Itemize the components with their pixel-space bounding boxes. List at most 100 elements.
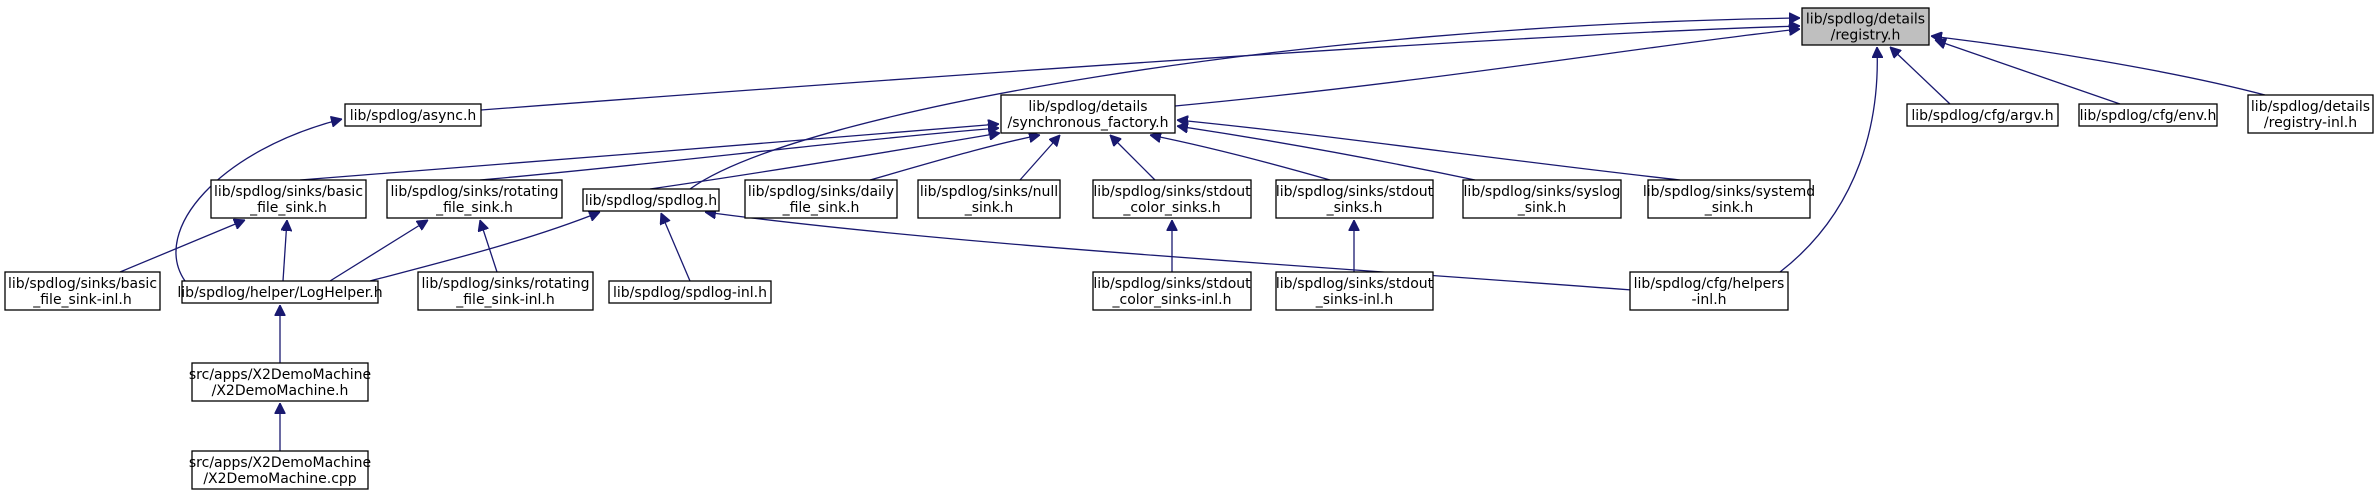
edge-line <box>480 220 498 273</box>
node-box <box>2247 94 2374 134</box>
edge-null_sink-to-sync_factory <box>1019 135 1060 181</box>
node-label-line: _sinks-inl.h <box>1315 292 1394 308</box>
node-box <box>1647 179 1811 219</box>
edge-sync_factory-to-registry <box>1174 29 1800 107</box>
edge-line <box>369 212 600 282</box>
node-box <box>191 450 369 490</box>
node-label-line: lib/spdlog/sinks/stdout <box>1276 276 1434 292</box>
edge-line <box>1931 36 2266 96</box>
node-async[interactable]: lib/spdlog/async.h <box>344 103 482 127</box>
edge-rotating_file-to-sync_factory <box>479 128 999 181</box>
node-label-line: lib/spdlog/sinks/basic <box>8 276 157 292</box>
node-label-line: lib/spdlog/sinks/stdout <box>1276 184 1434 200</box>
edge-spdlog-to-registry <box>689 18 1800 190</box>
node-stdout-color[interactable]: lib/spdlog/sinks/stdout_color_sinks.h <box>1092 179 1252 219</box>
node-box <box>1801 7 1930 46</box>
edge-line <box>1174 29 1800 107</box>
node-basic-file-inl[interactable]: lib/spdlog/sinks/basic_file_sink-inl.h <box>4 271 161 311</box>
node-label-line: src/apps/X2DemoMachine <box>189 455 371 471</box>
edge-syslog-to-sync_factory <box>1177 126 1476 181</box>
edge-line <box>1177 126 1476 181</box>
node-label-line: /registry-inl.h <box>2264 115 2357 131</box>
node-daily-file[interactable]: lib/spdlog/sinks/daily_file_sink.h <box>744 179 898 219</box>
node-registry-inl[interactable]: lib/spdlog/details/registry-inl.h <box>2247 94 2374 134</box>
node-rotating-file[interactable]: lib/spdlog/sinks/rotating_file_sink.h <box>386 179 563 219</box>
node-registry[interactable]: lib/spdlog/details/registry.h <box>1801 7 1930 46</box>
node-label-line: src/apps/X2DemoMachine <box>189 367 371 383</box>
edge-line <box>1019 135 1060 181</box>
node-box <box>191 362 369 402</box>
node-box <box>386 179 563 219</box>
node-argv[interactable]: lib/spdlog/cfg/argv.h <box>1906 103 2059 127</box>
node-stdout-sinks[interactable]: lib/spdlog/sinks/stdout_sinks.h <box>1275 179 1434 219</box>
edge-line <box>869 135 1040 181</box>
edge-line <box>1779 47 1877 273</box>
node-box <box>917 179 1061 219</box>
node-box <box>181 280 379 304</box>
node-stdout-color-inl[interactable]: lib/spdlog/sinks/stdout_color_sinks-inl.… <box>1092 271 1252 311</box>
edge-basic_file-to-sync_factory <box>299 124 999 181</box>
node-box <box>2078 103 2218 127</box>
edge-line <box>1177 120 1681 181</box>
node-label-line: lib/spdlog/sinks/null <box>920 184 1058 200</box>
node-label-line: lib/spdlog/helper/LogHelper.h <box>177 285 382 301</box>
edge-line <box>661 213 691 282</box>
node-x2demo-cpp[interactable]: src/apps/X2DemoMachine/X2DemoMachine.cpp <box>189 450 371 490</box>
node-label-line: /registry.h <box>1831 28 1901 44</box>
edges-layer <box>119 18 2266 451</box>
node-label-line: _sinks.h <box>1326 200 1383 216</box>
node-rotating-inl[interactable]: lib/spdlog/sinks/rotating_file_sink-inl.… <box>417 271 594 311</box>
edge-line <box>1110 135 1156 181</box>
node-label-line: _file_sink.h <box>249 200 327 216</box>
node-env[interactable]: lib/spdlog/cfg/env.h <box>2078 103 2218 127</box>
edge-spdlog_inl-to-spdlog <box>661 213 691 282</box>
edge-line <box>175 119 342 282</box>
node-null-sink[interactable]: lib/spdlog/sinks/null_sink.h <box>917 179 1061 219</box>
node-label-line: lib/spdlog/sinks/daily <box>748 184 894 200</box>
node-sync-factory[interactable]: lib/spdlog/details/synchronous_factory.h <box>1000 94 1176 134</box>
node-loghelper[interactable]: lib/spdlog/helper/LogHelper.h <box>177 280 383 304</box>
edge-line <box>329 220 428 282</box>
node-label-line: lib/spdlog/cfg/argv.h <box>1911 108 2053 124</box>
node-box <box>4 271 161 311</box>
node-label-line: _color_sinks-inl.h <box>1112 292 1232 308</box>
node-box <box>1092 179 1252 219</box>
edge-line <box>480 26 1800 111</box>
node-label-line: lib/spdlog/sinks/systemd <box>1643 184 1815 200</box>
node-box <box>344 103 482 127</box>
edge-line <box>299 124 999 181</box>
node-label-line: /X2DemoMachine.cpp <box>203 471 356 487</box>
edge-spdlog-to-sync_factory <box>649 133 1000 190</box>
node-label-line: _sink.h <box>1517 200 1567 216</box>
node-label-line: lib/spdlog/cfg/env.h <box>2080 108 2217 124</box>
edge-registry_inl-to-registry <box>1931 36 2266 96</box>
node-label-line: lib/spdlog/sinks/rotating <box>422 276 590 292</box>
edge-stdout_sinks-to-sync_factory <box>1150 135 1331 181</box>
edge-basic_file_inl-to-basic_file <box>119 220 245 273</box>
node-x2demo-h[interactable]: src/apps/X2DemoMachine/X2DemoMachine.h <box>189 362 371 402</box>
node-label-line: lib/spdlog/cfg/helpers <box>1634 276 1785 292</box>
node-basic-file[interactable]: lib/spdlog/sinks/basic_file_sink.h <box>210 179 367 219</box>
edge-rotating_inl-to-rotating_file <box>480 220 498 273</box>
node-label-line: lib/spdlog/sinks/stdout <box>1093 184 1251 200</box>
node-label-line: _file_sink.h <box>435 200 513 216</box>
node-label-line: _file_sink.h <box>782 200 860 216</box>
node-label-line: /X2DemoMachine.h <box>212 383 349 399</box>
node-stdout-sinks-inl[interactable]: lib/spdlog/sinks/stdout_sinks-inl.h <box>1275 271 1434 311</box>
edge-helpers_inl-to-spdlog <box>705 212 1633 291</box>
node-label-line: _file_sink-inl.h <box>455 292 555 308</box>
node-spdlog-inl[interactable]: lib/spdlog/spdlog-inl.h <box>608 280 772 304</box>
node-label-line: _sink.h <box>964 200 1014 216</box>
node-label-line: _file_sink-inl.h <box>32 292 132 308</box>
node-box <box>417 271 594 311</box>
edge-helpers_inl-to-registry <box>1779 47 1877 273</box>
node-systemd[interactable]: lib/spdlog/sinks/systemd_sink.h <box>1643 179 1815 219</box>
node-spdlog[interactable]: lib/spdlog/spdlog.h <box>582 188 720 212</box>
nodes-layer: lib/spdlog/details/registry.h lib/spdlog/… <box>4 7 2374 490</box>
edge-line <box>283 220 287 282</box>
node-box <box>1275 179 1434 219</box>
edge-argv-to-registry <box>1890 47 1951 105</box>
node-syslog[interactable]: lib/spdlog/sinks/syslog_sink.h <box>1462 179 1622 219</box>
node-helpers-inl[interactable]: lib/spdlog/cfg/helpers-inl.h <box>1629 271 1789 311</box>
